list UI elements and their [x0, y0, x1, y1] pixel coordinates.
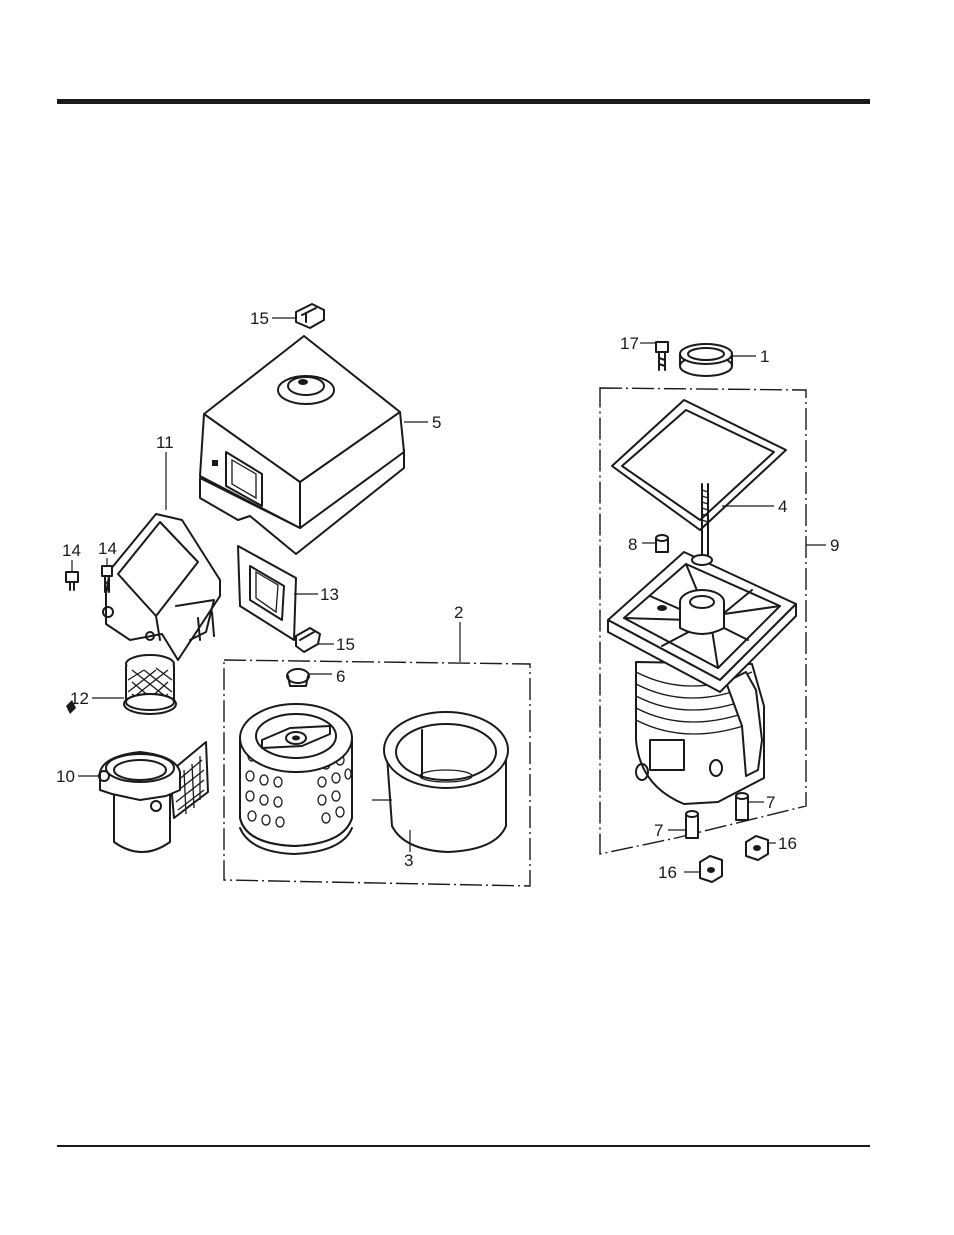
- case-10: [78, 742, 208, 852]
- callout-13: 13: [320, 585, 339, 604]
- callout-16-b: 16: [658, 863, 677, 882]
- gasket-13: [238, 546, 318, 640]
- callout-16-a: 16: [778, 834, 797, 853]
- clip-15-top: [272, 304, 324, 328]
- callout-8: 8: [628, 535, 637, 554]
- callout-12: 12: [70, 689, 89, 708]
- filter-element: [240, 704, 352, 854]
- foam-3: [372, 712, 508, 852]
- bolt-17: [640, 342, 668, 370]
- nut-6: [287, 669, 332, 686]
- cover-5: [200, 336, 428, 554]
- pipe-7-b: [736, 793, 764, 820]
- base-9: [608, 552, 796, 804]
- callout-1: 1: [760, 347, 769, 366]
- nut-16-a: [746, 836, 776, 860]
- nut-16-b: [684, 856, 722, 882]
- pipe-7-a: [668, 811, 698, 838]
- callout-14-a: 14: [62, 541, 81, 560]
- callout-11: 11: [156, 433, 174, 452]
- callout-2: 2: [454, 603, 463, 622]
- callout-4: 4: [778, 497, 787, 516]
- screw-14-a: [66, 560, 78, 590]
- callout-9: 9: [830, 536, 839, 555]
- callout-17: 17: [620, 334, 639, 353]
- callout-7-b: 7: [654, 821, 663, 840]
- grommet-1: [680, 344, 756, 376]
- collar-8: [642, 535, 668, 552]
- clip-15-lower: [296, 628, 334, 652]
- callout-15-b: 15: [336, 635, 355, 654]
- callout-14-b: 14: [98, 539, 117, 558]
- callout-6: 6: [336, 667, 345, 686]
- seal-4: [612, 400, 786, 530]
- callout-3: 3: [404, 851, 413, 870]
- callout-10: 10: [56, 767, 75, 786]
- callout-7-a: 7: [766, 793, 775, 812]
- callout-5: 5: [432, 413, 441, 432]
- callout-15-a: 15: [250, 309, 269, 328]
